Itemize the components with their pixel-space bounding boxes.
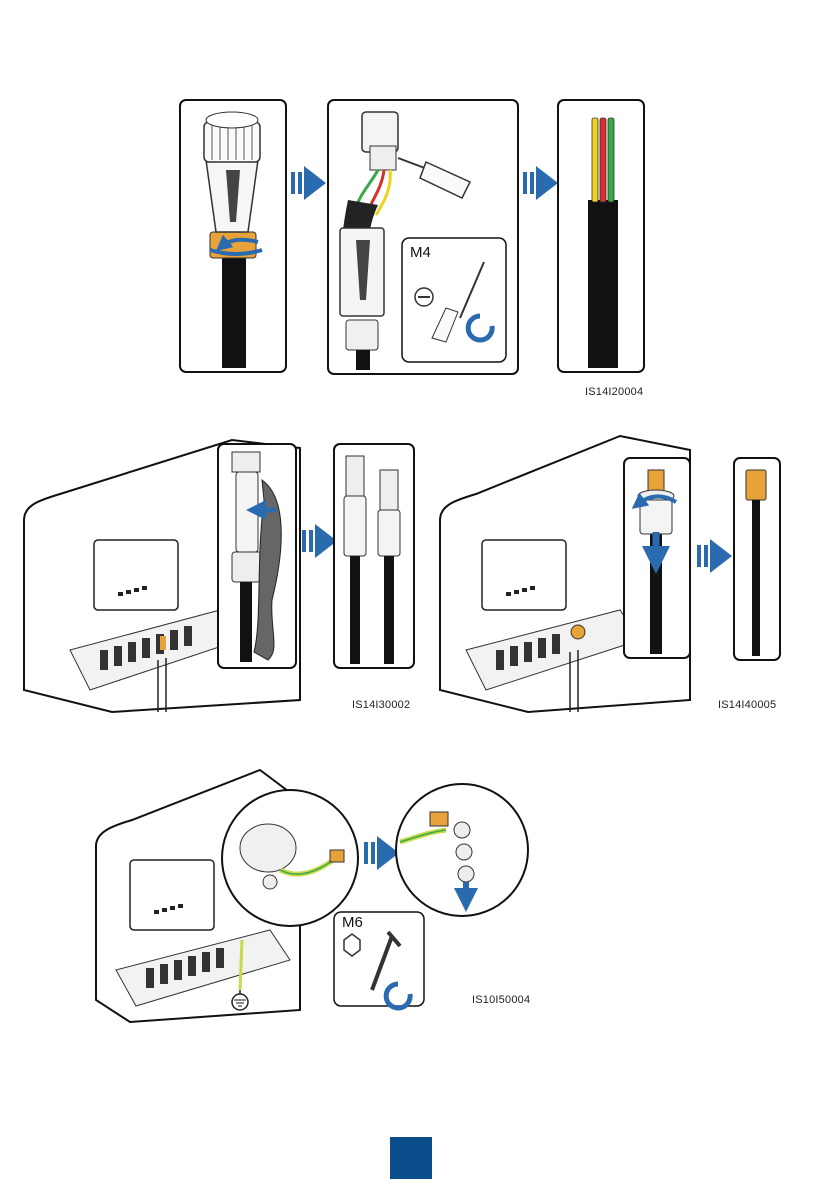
page-tab (390, 1137, 432, 1179)
panel-wire-terminal (328, 100, 518, 374)
right-arrow-icon (302, 524, 337, 558)
panel-rj45-connector (734, 458, 780, 660)
panel-unscrew-nut (180, 100, 286, 372)
ground-symbol-icon (232, 994, 248, 1010)
hex-wrench-icon (344, 934, 360, 956)
figure-code: IS14I30002 (352, 699, 410, 711)
ground-closeup-circle (222, 790, 358, 926)
panel-assembled-connectors (334, 444, 414, 668)
panel-comm-connector (624, 458, 690, 658)
right-arrow-icon (697, 539, 732, 573)
panel-pv-connector (218, 444, 296, 668)
figure-code: IS14I40005 (718, 699, 776, 711)
panel-stripped-cable (558, 100, 644, 372)
m4-tool-label: M4 (410, 244, 431, 261)
right-arrow-icon (291, 166, 326, 200)
right-arrow-icon (364, 836, 399, 870)
right-arrow-icon (523, 166, 558, 200)
figure-code: IS14I20004 (585, 386, 643, 398)
figure-code: IS10I50004 (472, 994, 530, 1006)
ground-screw-exploded-circle (396, 784, 528, 916)
m6-tool-label: M6 (342, 914, 363, 931)
